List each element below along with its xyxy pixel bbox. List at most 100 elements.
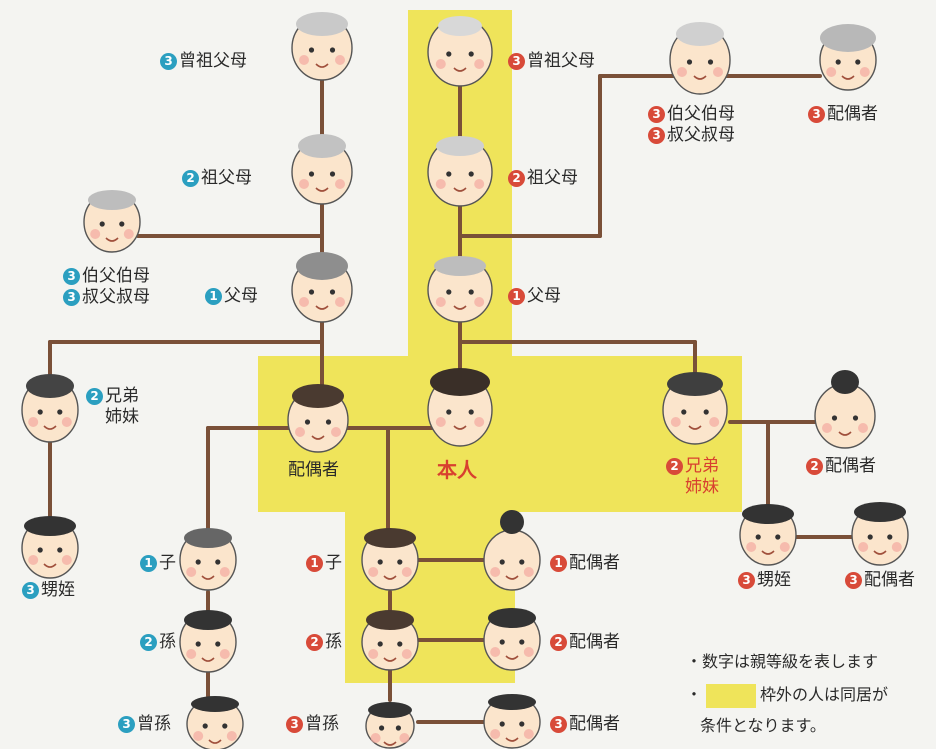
eye-right — [222, 723, 228, 729]
eye-left — [831, 415, 838, 421]
cheek-left — [299, 55, 309, 65]
degree-badge: 1 — [306, 555, 323, 572]
mouth — [688, 425, 702, 430]
eye-right — [852, 415, 859, 421]
mouth — [311, 435, 325, 440]
eye-right — [57, 547, 63, 553]
eye-right — [519, 559, 525, 565]
mouth — [208, 739, 222, 744]
cheek-right — [399, 733, 410, 743]
cheek-left — [368, 567, 379, 577]
cheek-left — [186, 649, 197, 659]
eye-left — [377, 641, 383, 647]
cheek-left — [28, 417, 39, 427]
cheek-left — [822, 423, 832, 433]
mouth — [453, 187, 467, 192]
cheek-right — [401, 649, 412, 659]
mouth — [201, 575, 215, 580]
face-great-grandchild-spouse — [483, 694, 541, 749]
highlight-legend-swatch — [706, 683, 757, 708]
mouth — [43, 563, 57, 568]
degree-badge: 3 — [286, 716, 303, 733]
eye-right — [468, 289, 474, 295]
cheek-right — [891, 542, 902, 552]
face-self — [427, 368, 493, 447]
eye-left — [755, 534, 761, 540]
degree-badge: 2 — [306, 634, 323, 651]
mouth — [505, 655, 519, 660]
degree-badge: 3 — [508, 53, 525, 70]
eye-left — [202, 723, 208, 729]
cheek-right — [61, 417, 72, 427]
note-degree-meaning: ・数字は親等級を表します — [686, 652, 879, 671]
degree-badge: 3 — [22, 582, 39, 599]
degree-badge: 2 — [550, 634, 567, 651]
cheek-right — [401, 567, 412, 577]
eye-left — [304, 419, 311, 425]
eye-left — [681, 409, 687, 415]
cheek-right — [335, 55, 345, 65]
eye-right — [119, 221, 125, 227]
face-child-side — [179, 528, 237, 591]
face-grandparent-side — [291, 134, 353, 205]
eye-right — [519, 721, 525, 727]
eye-right — [215, 559, 221, 565]
cheek-right — [858, 423, 868, 433]
mouth — [693, 75, 707, 80]
cheek-left — [490, 729, 501, 739]
mouth — [315, 63, 329, 68]
degree-badge: 2 — [140, 634, 157, 651]
eye-right — [397, 641, 403, 647]
eye-left — [686, 59, 693, 65]
label-self: 本人 — [437, 458, 477, 482]
cohabitation-highlight-area — [258, 10, 742, 683]
degree-badge: 2 — [806, 458, 823, 475]
eye-left — [835, 59, 841, 65]
eye-left — [867, 534, 873, 540]
eye-right — [703, 409, 709, 415]
eye-left — [37, 409, 43, 415]
cheek-right — [779, 542, 790, 552]
face-nephew-spouse — [851, 502, 909, 566]
mouth — [505, 575, 519, 580]
relation-lines — [48, 74, 857, 724]
face-sibling-direct — [662, 372, 728, 445]
degree-badge: 3 — [63, 289, 80, 306]
degree-badge: 3 — [63, 268, 80, 285]
eye-right — [215, 641, 221, 647]
eye-left — [308, 171, 315, 177]
eye-right — [329, 47, 336, 53]
face-nephew-side — [21, 516, 79, 579]
mouth — [838, 431, 852, 436]
cheek-right — [219, 649, 230, 659]
eye-left — [499, 559, 505, 565]
eye-left — [446, 409, 452, 415]
cheek-left — [490, 567, 501, 577]
cheek-right — [713, 67, 723, 77]
eye-right — [468, 171, 474, 177]
face-sibling-side — [21, 374, 79, 443]
eye-left — [99, 221, 105, 227]
mouth — [453, 305, 467, 310]
cheek-right — [523, 647, 534, 657]
face-great-grandchild-side — [186, 696, 244, 749]
degree-badge: 2 — [182, 170, 199, 187]
eye-left — [446, 51, 452, 57]
mouth — [43, 425, 57, 430]
